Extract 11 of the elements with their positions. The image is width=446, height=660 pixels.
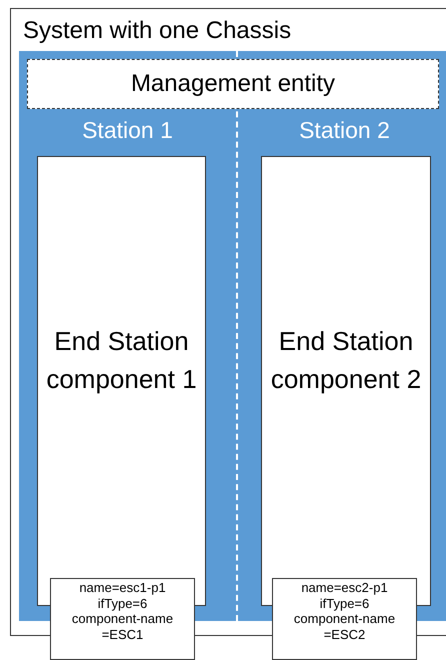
port-properties: name=esc2-p1 ifType=6 component-name =ESC2 <box>292 580 396 642</box>
station-label: Station 2 <box>298 117 391 144</box>
system-title: System with one Chassis <box>23 17 292 45</box>
port-box <box>50 578 195 660</box>
port-properties: name=esc1-p1 ifType=6 component-name =ESC1 <box>70 580 174 642</box>
port-box <box>272 578 417 660</box>
management-box <box>27 59 439 109</box>
component-label: End Station component 2 <box>270 325 422 396</box>
component-label: End Station component 1 <box>45 325 198 396</box>
management-label: Management entity <box>130 70 336 98</box>
station-label: Station 1 <box>81 117 174 144</box>
